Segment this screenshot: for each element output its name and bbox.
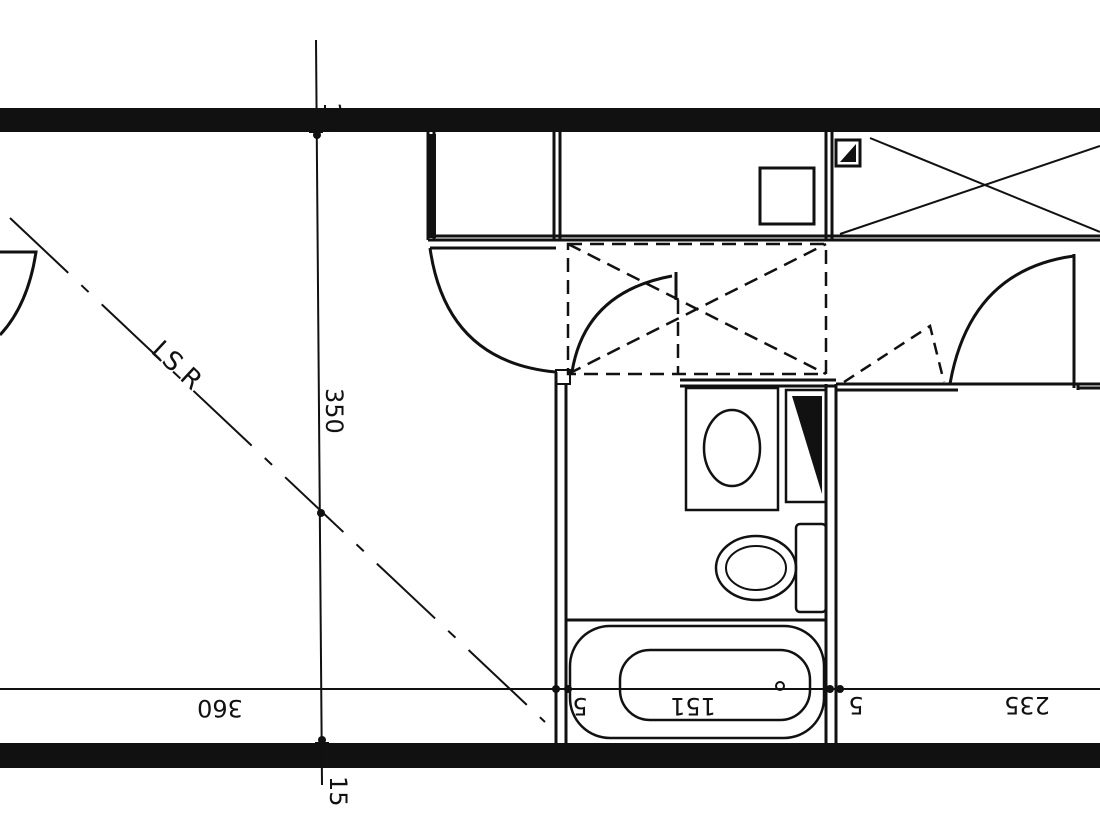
- dim-bathroom-width: 151: [670, 692, 716, 720]
- section-line: [9, 217, 546, 723]
- right-dashed-door: [843, 323, 946, 384]
- left-door-arc: [0, 250, 38, 337]
- dim-left-room-width: 360: [197, 694, 243, 722]
- dimension-tick-mid: [317, 509, 325, 517]
- duct-box: [834, 138, 862, 168]
- shaft-fill-icon: [792, 396, 822, 494]
- top-exterior-wall: [0, 108, 1100, 132]
- upper-void-cross: [839, 137, 1100, 235]
- dim-wall-left: 5: [572, 692, 587, 720]
- bath-wall-stub: [555, 369, 571, 385]
- bathtub-drain: [775, 681, 785, 691]
- dim-top-wall: 15: [318, 102, 346, 133]
- left-cabinet-panel: [428, 134, 436, 238]
- bathtub-outer: [568, 624, 826, 740]
- bath-door-swing: [570, 274, 673, 373]
- dim-right-room-width: 235: [1004, 691, 1050, 719]
- toilet-tank: [794, 522, 828, 614]
- hallway-dashed-outline: [566, 242, 828, 376]
- hdim-tick-4: [836, 685, 844, 693]
- dim-room-depth: 350: [320, 388, 348, 434]
- shaft-box: [784, 388, 828, 504]
- sink-counter: [684, 386, 780, 512]
- dim-wall-right: 5: [848, 691, 863, 719]
- sink-basin: [702, 408, 762, 488]
- appliance-square: [758, 166, 816, 226]
- right-door-swing: [948, 254, 1075, 385]
- dim-bottom-wall: 15: [324, 776, 352, 807]
- bottom-exterior-wall: [0, 743, 1100, 768]
- entry-door-swing: [428, 247, 557, 374]
- dimension-tick-bottom: [318, 736, 326, 744]
- duct-triangle-icon: [840, 144, 856, 162]
- dimension-tick-top: [313, 131, 321, 139]
- hdim-tick-3: [826, 685, 834, 693]
- toilet-seat: [725, 545, 787, 591]
- bathtub-inner: [618, 648, 812, 722]
- section-label: LS R: [145, 335, 207, 396]
- hallway-cross: [567, 242, 827, 376]
